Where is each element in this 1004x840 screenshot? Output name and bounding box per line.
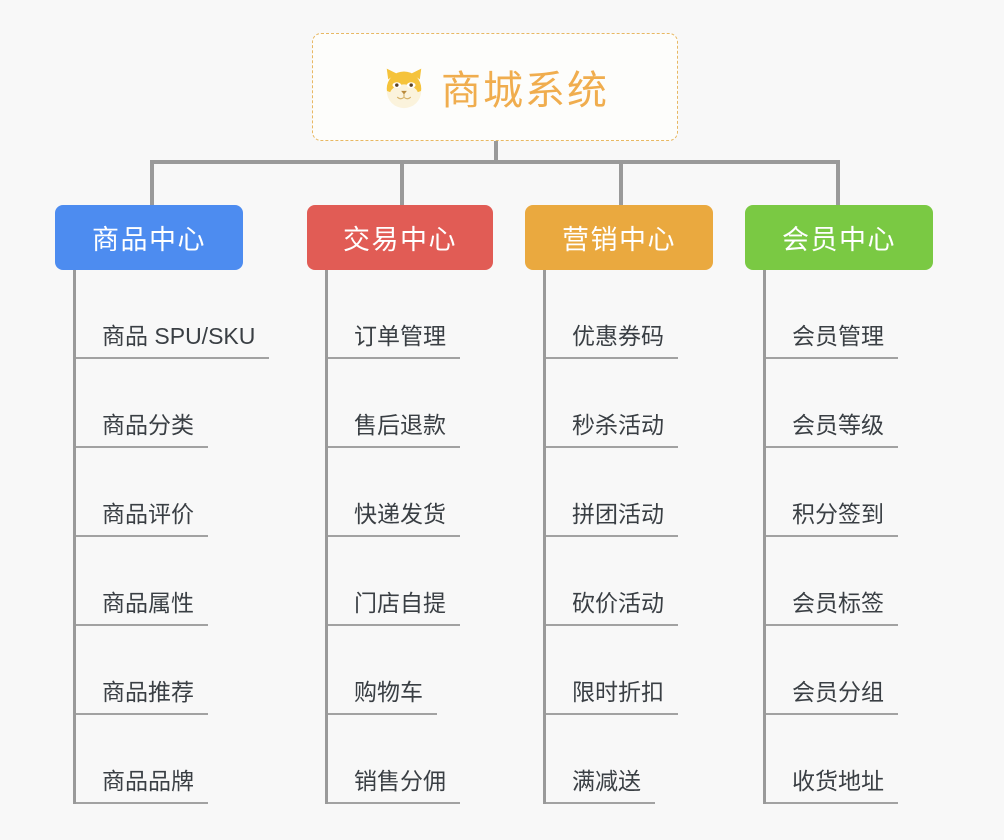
leaf-label: 优惠券码 [546, 323, 678, 359]
list-item[interactable]: 优惠券码 [546, 270, 713, 359]
list-item[interactable]: 商品推荐 [76, 626, 269, 715]
leaf-list-3: 会员管理 会员等级 积分签到 会员标签 会员分组 收货地址 [763, 270, 933, 804]
connector-drop-1 [150, 160, 154, 205]
connector-root-stem [494, 141, 498, 163]
branch-header-label: 交易中心 [343, 225, 457, 255]
list-item[interactable]: 商品属性 [76, 537, 269, 626]
leaf-label: 商品属性 [76, 590, 208, 626]
list-item[interactable]: 限时折扣 [546, 626, 713, 715]
connector-drop-2 [400, 160, 404, 205]
root-title: 商城系统 [441, 69, 609, 113]
leaf-list-2: 优惠券码 秒杀活动 拼团活动 砍价活动 限时折扣 满减送 [543, 270, 713, 804]
leaf-label: 商品推荐 [76, 679, 208, 715]
list-item[interactable]: 会员管理 [766, 270, 933, 359]
list-item[interactable]: 商品品牌 [76, 715, 269, 804]
branch-column-2: 营销中心 优惠券码 秒杀活动 拼团活动 砍价活动 限时折扣 满减送 [525, 205, 713, 804]
list-item[interactable]: 收货地址 [766, 715, 933, 804]
leaf-label: 商品评价 [76, 501, 208, 537]
list-item[interactable]: 拼团活动 [546, 448, 713, 537]
leaf-label: 会员管理 [766, 323, 898, 359]
leaf-label: 会员等级 [766, 412, 898, 448]
branch-column-3: 会员中心 会员管理 会员等级 积分签到 会员标签 会员分组 收货地址 [745, 205, 933, 804]
list-item[interactable]: 会员标签 [766, 537, 933, 626]
leaf-label: 售后退款 [328, 412, 460, 448]
list-item[interactable]: 商品分类 [76, 359, 269, 448]
connector-drop-3 [619, 160, 623, 205]
list-item[interactable]: 购物车 [328, 626, 493, 715]
root-node[interactable]: 商城系统 [312, 33, 678, 141]
leaf-label: 限时折扣 [546, 679, 678, 715]
list-item[interactable]: 满减送 [546, 715, 713, 804]
leaf-label: 商品 SPU/SKU [76, 323, 270, 359]
leaf-label: 积分签到 [766, 501, 898, 537]
branch-header-2[interactable]: 营销中心 [525, 205, 713, 270]
leaf-label: 商品分类 [76, 412, 208, 448]
list-item[interactable]: 快递发货 [328, 448, 493, 537]
leaf-label: 砍价活动 [546, 590, 678, 626]
list-item[interactable]: 售后退款 [328, 359, 493, 448]
leaf-label: 销售分佣 [328, 768, 460, 804]
list-item[interactable]: 门店自提 [328, 537, 493, 626]
leaf-list-1: 订单管理 售后退款 快递发货 门店自提 购物车 销售分佣 [325, 270, 493, 804]
leaf-label: 会员标签 [766, 590, 898, 626]
leaf-label: 收货地址 [766, 768, 898, 804]
leaf-label: 购物车 [328, 679, 437, 715]
list-item[interactable]: 商品评价 [76, 448, 269, 537]
shiba-dog-face-icon [381, 65, 427, 111]
branch-header-label: 商品中心 [92, 225, 206, 255]
list-item[interactable]: 会员等级 [766, 359, 933, 448]
connector-drop-4 [836, 160, 840, 205]
leaf-label: 订单管理 [328, 323, 460, 359]
branch-column-1: 交易中心 订单管理 售后退款 快递发货 门店自提 购物车 销售分佣 [307, 205, 493, 804]
branch-header-label: 营销中心 [562, 225, 676, 255]
list-item[interactable]: 销售分佣 [328, 715, 493, 804]
list-item[interactable]: 秒杀活动 [546, 359, 713, 448]
leaf-label: 快递发货 [328, 501, 460, 537]
list-item[interactable]: 积分签到 [766, 448, 933, 537]
leaf-label: 门店自提 [328, 590, 460, 626]
leaf-label: 拼团活动 [546, 501, 678, 537]
list-item[interactable]: 订单管理 [328, 270, 493, 359]
branch-header-1[interactable]: 交易中心 [307, 205, 493, 270]
leaf-label: 会员分组 [766, 679, 898, 715]
list-item[interactable]: 砍价活动 [546, 537, 713, 626]
list-item[interactable]: 商品 SPU/SKU [76, 270, 270, 359]
branch-column-0: 商品中心 商品 SPU/SKU 商品分类 商品评价 商品属性 商品推荐 商品品牌 [55, 205, 270, 804]
leaf-label: 商品品牌 [76, 768, 208, 804]
branch-header-label: 会员中心 [782, 225, 896, 255]
connector-horizontal-bus [150, 160, 840, 164]
branch-header-0[interactable]: 商品中心 [55, 205, 243, 270]
list-item[interactable]: 会员分组 [766, 626, 933, 715]
branch-header-3[interactable]: 会员中心 [745, 205, 933, 270]
leaf-label: 满减送 [546, 768, 655, 804]
leaf-label: 秒杀活动 [546, 412, 678, 448]
leaf-list-0: 商品 SPU/SKU 商品分类 商品评价 商品属性 商品推荐 商品品牌 [73, 270, 270, 804]
